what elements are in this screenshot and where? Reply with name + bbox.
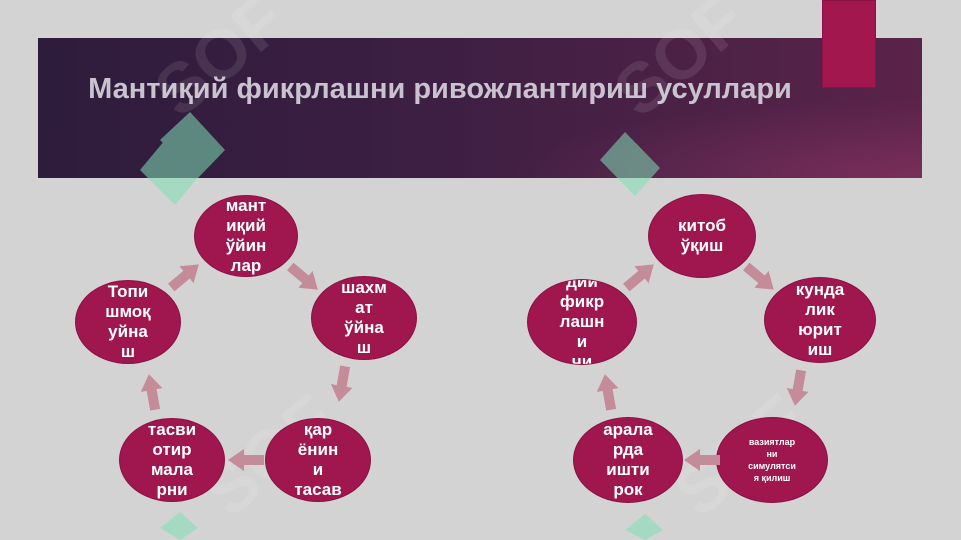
- right-cycle-node-2: кунда лик юрит иш: [765, 278, 875, 362]
- node-label: тасви отир мала рни: [147, 420, 197, 499]
- node-label: китоб ўқиш: [678, 216, 726, 255]
- left-cycle-node-3: қар ёнин и тасав: [266, 419, 370, 501]
- node-label: арала рда ишти рок: [603, 420, 653, 499]
- title-banner: [38, 38, 922, 178]
- left-cycle-node-5: Топи шмоқ уйна ш: [76, 281, 180, 363]
- accent-tab: [822, 0, 876, 88]
- node-label: вазиятлар ни симулятси я қилиш: [748, 437, 796, 483]
- right-cycle-node-5: дии фикр лашн и чи: [528, 280, 636, 364]
- node-label: дии фикр лашн и чи: [559, 280, 605, 364]
- node-label: мант иқий ўйин лар: [225, 196, 267, 275]
- node-label: қар ёнин и тасав: [294, 420, 342, 499]
- node-label: шахм ат ўйна ш: [341, 278, 387, 357]
- right-cycle-node-4: арала рда ишти рок: [574, 418, 682, 502]
- left-cycle-node-1: мант иқий ўйин лар: [195, 196, 297, 276]
- right-cycle-node-3: вазиятлар ни симулятси я қилиш: [717, 418, 827, 502]
- node-label: Топи шмоқ уйна ш: [105, 282, 151, 361]
- left-cycle-node-4: тасви отир мала рни: [120, 419, 224, 501]
- left-cycle-node-2: шахм ат ўйна ш: [312, 277, 416, 359]
- node-label: кунда лик юрит иш: [795, 280, 845, 359]
- right-cycle-node-1: китоб ўқиш: [649, 195, 755, 277]
- slide-title: Мантиқий фикрлашни ривожлантириш усуллар…: [88, 73, 792, 105]
